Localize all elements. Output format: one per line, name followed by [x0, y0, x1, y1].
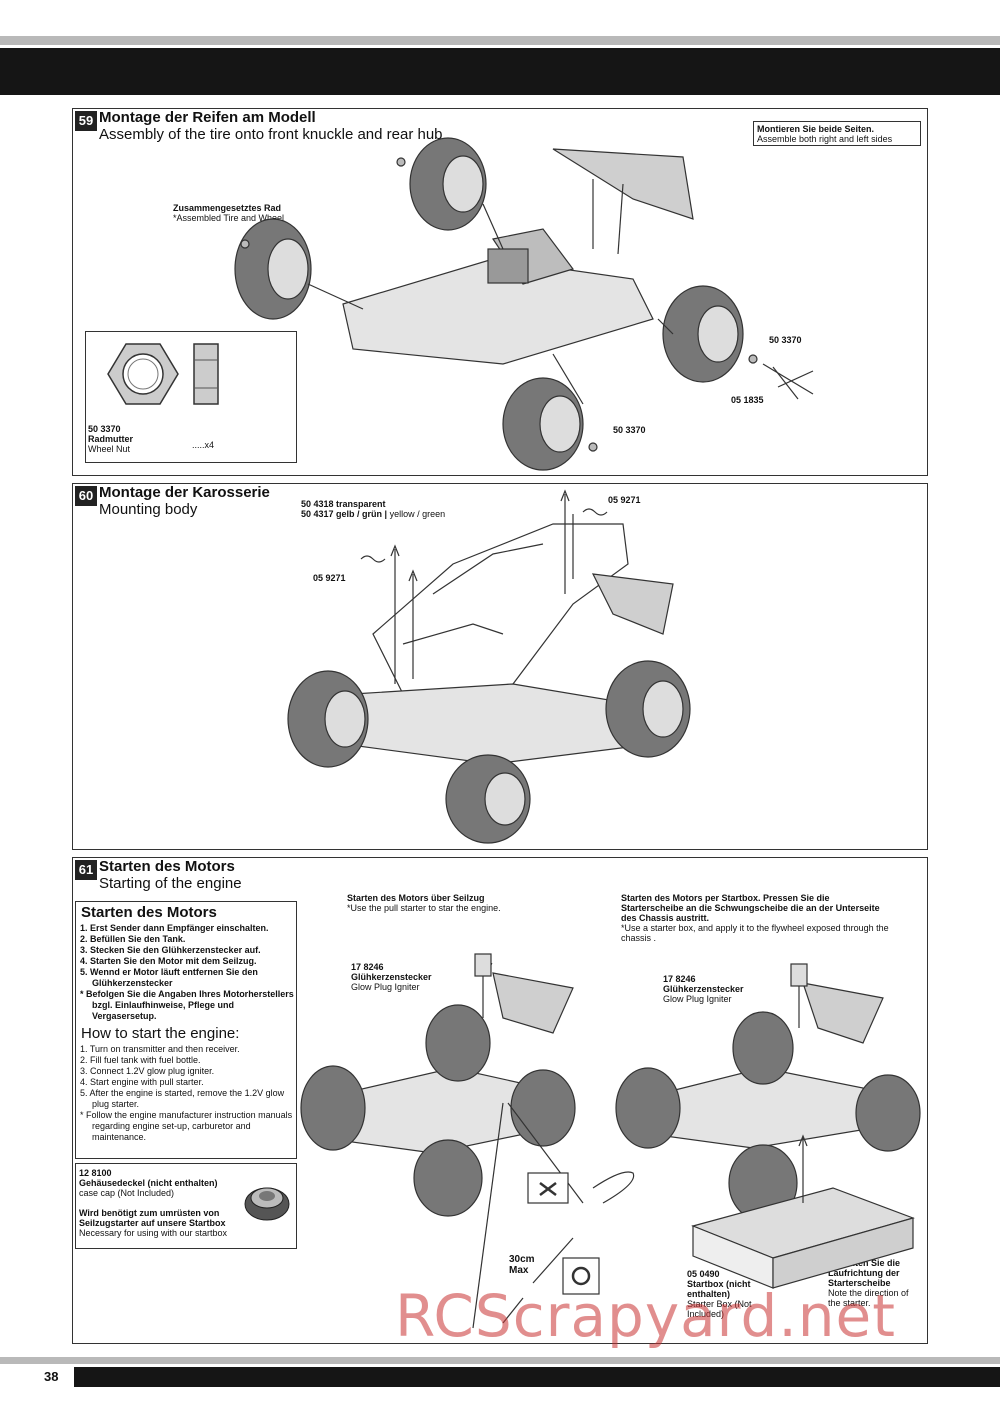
- instruction-item: 3. Connect 1.2V glow plug igniter.: [80, 1066, 215, 1076]
- body-part-colored-en: yellow / green: [389, 509, 446, 519]
- instruction-item: * Befolgen Sie die Angaben Ihres Motorhe…: [80, 989, 294, 1021]
- box-voltage: 1.5V: [792, 973, 807, 980]
- box-igniter-label: 17 8246 Glühkerzenstecker Glow Plug Igni…: [663, 974, 744, 1004]
- page-number: 38: [0, 1367, 76, 1387]
- instructions-heading-de: Starten des Motors: [81, 904, 217, 921]
- inset-name-de: Radmutter: [88, 434, 134, 444]
- step-title-de: Starten des Motors: [99, 858, 235, 875]
- case-cap-box: 12 8100 Gehäusedeckel (nicht enthalten) …: [75, 1163, 297, 1249]
- pull-igniter-label: 17 8246 Glühkerzenstecker Glow Plug Igni…: [351, 962, 432, 992]
- instruction-item: 2. Fill fuel tank with fuel bottle.: [80, 1055, 201, 1065]
- igniter-de: Glühkerzenstecker: [351, 972, 432, 982]
- wheel-nut-inset: 50 3370 Radmutter Wheel Nut .....x4: [85, 331, 297, 463]
- box-title-de: Starten des Motors per Startbox. Pressen…: [621, 893, 880, 923]
- inset-label: 50 3370 Radmutter Wheel Nut: [88, 424, 133, 454]
- note-de: Montieren Sie beide Seiten.: [757, 124, 875, 134]
- instructions-box: Starten des Motors 1. Erst Sender dann E…: [75, 901, 297, 1159]
- clip-label: 05 9271: [313, 573, 346, 583]
- max-pull-label: 30cm Max: [509, 1254, 535, 1276]
- case-cap-label: 12 8100 Gehäusedeckel (nicht enthalten) …: [79, 1168, 229, 1198]
- cap-name-de: Gehäusedeckel (nicht enthalten): [79, 1178, 218, 1188]
- note-en: Assemble both right and left sides: [757, 134, 893, 144]
- part-label: 50 3370: [769, 335, 802, 345]
- instructions-list-de: 1. Erst Sender dann Empfänger einschalte…: [80, 923, 296, 1022]
- instruction-item: 5. Wennd er Motor läuft entfernen Sie de…: [80, 967, 258, 988]
- instruction-item: * Follow the engine manufacturer instruc…: [80, 1110, 293, 1142]
- body-part-colored-de: 50 4317 gelb / grün |: [301, 509, 388, 519]
- assembled-wheel-label: Zusammengesetztes Rad *Assembled Tire an…: [173, 203, 284, 223]
- body-mounting-illustration: [287, 489, 691, 844]
- instruction-item: 5. After the engine is started, remove t…: [80, 1088, 285, 1109]
- step-title-en: Mounting body: [99, 501, 198, 518]
- instruction-item: 4. Start engine with pull starter.: [80, 1077, 204, 1087]
- step-60-section: 60 Montage der Karosserie Mounting body …: [72, 483, 928, 850]
- cap-name-en: case cap (Not Included): [79, 1188, 175, 1198]
- instruction-item: 1. Erst Sender dann Empfänger einschalte…: [80, 923, 269, 933]
- step-title-de: Montage der Karosserie: [99, 484, 270, 501]
- top-stripe: [0, 36, 1000, 45]
- tool-part-label: 05 1835: [731, 395, 764, 405]
- step-title-en: Assembly of the tire onto front knuckle …: [99, 126, 443, 143]
- direction-en: Note the direction of the starter.: [828, 1288, 909, 1308]
- bottom-stripe: [0, 1357, 1000, 1364]
- box-title-en: *Use a starter box, and apply it to the …: [621, 923, 889, 943]
- instruction-item: 4. Starten Sie den Motor mit dem Seilzug…: [80, 956, 257, 966]
- instructions-heading-en: How to start the engine:: [81, 1025, 240, 1042]
- case-cap-note: Wird benötigt zum umrüsten von Seilzugst…: [79, 1208, 237, 1238]
- igniter-en: Glow Plug Igniter: [663, 994, 732, 1004]
- instructions-list-en: 1. Turn on transmitter and then receiver…: [80, 1044, 296, 1143]
- instruction-item: 1. Turn on transmitter and then receiver…: [80, 1044, 240, 1054]
- step-number: 61: [75, 860, 97, 880]
- assembled-en: *Assembled Tire and Wheel: [173, 213, 285, 223]
- inset-part: 50 3370: [88, 424, 121, 434]
- cap-note-en: Necessary for using with our startbox: [79, 1228, 228, 1238]
- step-title-en: Starting of the engine: [99, 875, 242, 892]
- igniter-en: Glow Plug Igniter: [351, 982, 420, 992]
- step-number: 59: [75, 111, 97, 131]
- instruction-item: 2. Befüllen Sie den Tank.: [80, 934, 186, 944]
- case-cap-icon: [244, 1187, 290, 1221]
- cap-part: 12 8100: [79, 1168, 112, 1178]
- pull-title-de: Starten des Motors über Seilzug: [347, 893, 485, 903]
- wheel-nut-illustration: [107, 343, 219, 405]
- pull-title-en: *Use the pull starter to star the engine…: [347, 903, 501, 913]
- header-bar: [0, 48, 1000, 95]
- igniter-de: Glühkerzenstecker: [663, 984, 744, 994]
- instruction-item: 3. Stecken Sie den Glühkerzenstecker auf…: [80, 945, 261, 955]
- watermark: RCScrapyard.net: [395, 1282, 896, 1350]
- clip-label: 05 9271: [608, 495, 641, 505]
- step-61-section: 61 Starten des Motors Starting of the en…: [72, 857, 928, 1344]
- startbox-en: Starter Box (Not Included): [687, 1299, 752, 1319]
- pull-start-title: Starten des Motors über Seilzug *Use the…: [347, 893, 501, 913]
- note-box: Montieren Sie beide Seiten. Assemble bot…: [753, 121, 921, 146]
- inset-name-en: Wheel Nut: [88, 444, 131, 454]
- assembled-de: Zusammengesetztes Rad: [173, 203, 282, 213]
- body-part-transparent: 50 4318 transparent: [301, 499, 386, 509]
- step-59-section: 59 Montage der Reifen am Modell Assembly…: [72, 108, 928, 476]
- part-label: 50 3370: [613, 425, 646, 435]
- igniter-part: 17 8246: [351, 962, 384, 972]
- cap-note-de: Wird benötigt zum umrüsten von Seilzugst…: [79, 1208, 226, 1228]
- step-number: 60: [75, 486, 97, 506]
- pull-voltage: 1.2V: [478, 963, 493, 970]
- step-title-de: Montage der Reifen am Modell: [99, 109, 316, 126]
- box-start-title: Starten des Motors per Startbox. Pressen…: [621, 893, 891, 943]
- igniter-part: 17 8246: [663, 974, 696, 984]
- body-part-label: 50 4318 transparent 50 4317 gelb / grün …: [301, 499, 445, 519]
- inset-qty: .....x4: [192, 440, 215, 450]
- startbox-part: 05 0490: [687, 1269, 720, 1279]
- footer-bar: [0, 1367, 1000, 1387]
